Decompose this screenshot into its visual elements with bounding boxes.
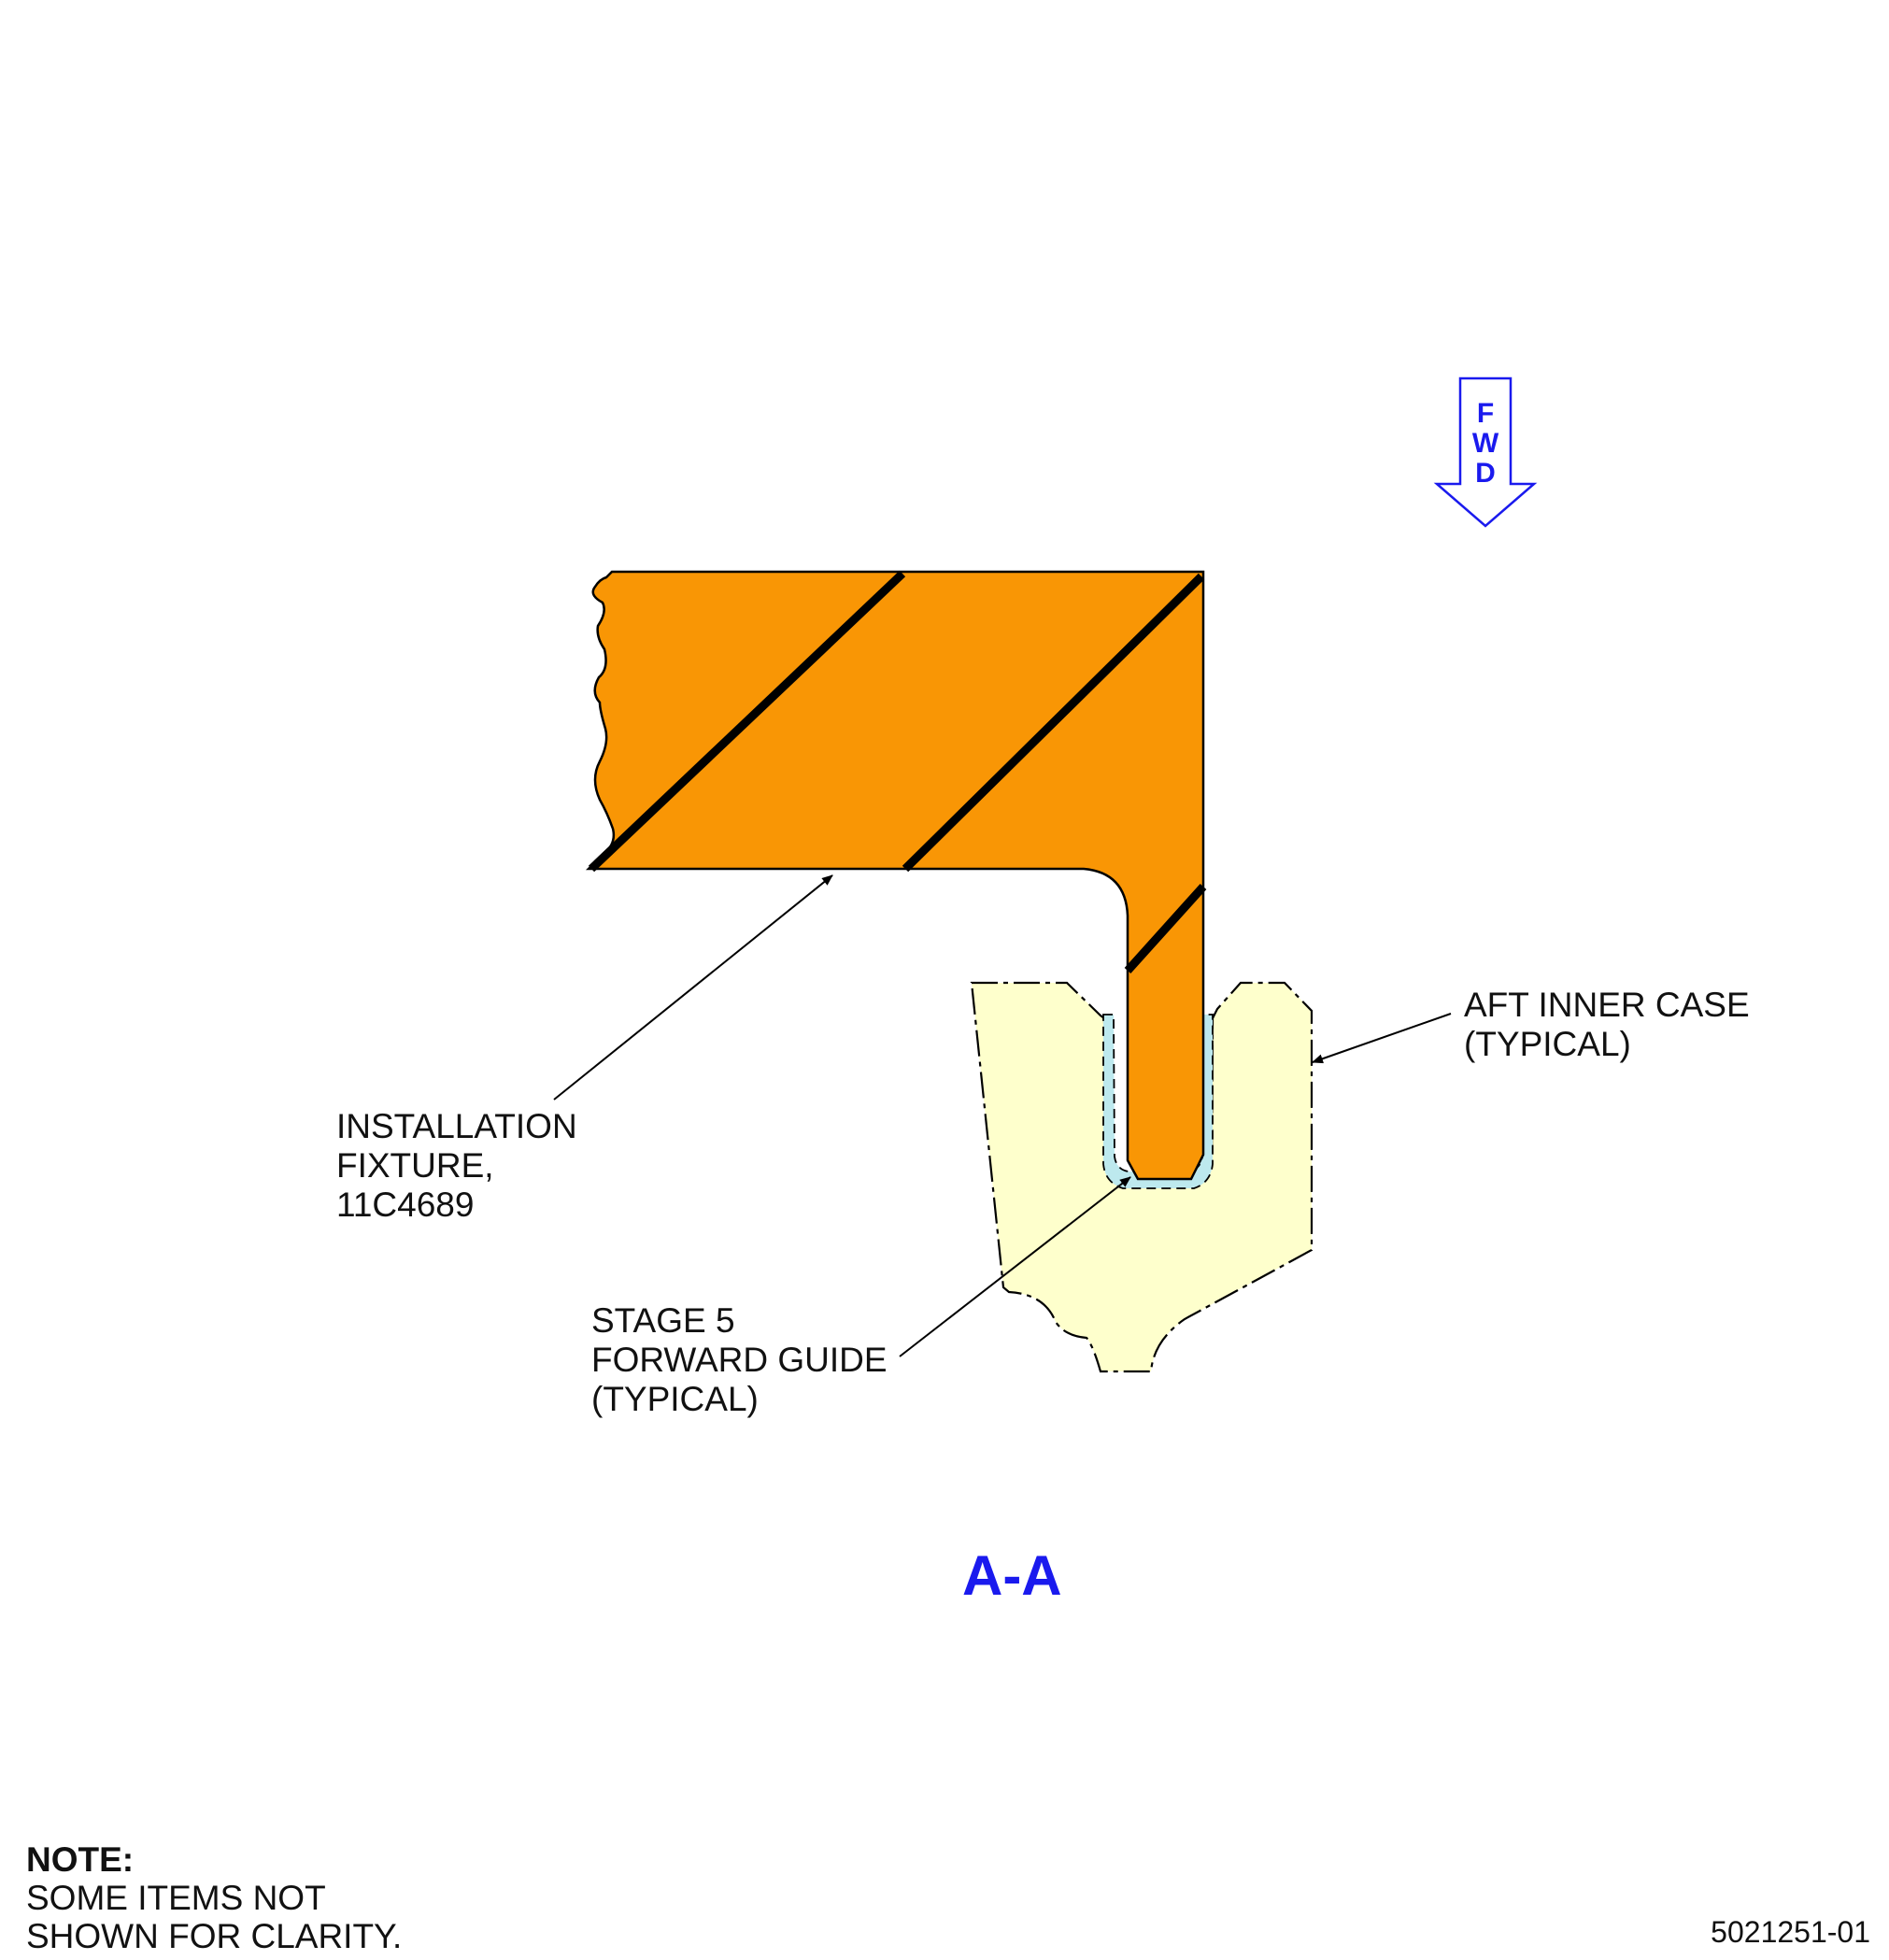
forward-direction-arrow-icon: F W D — [1433, 376, 1538, 528]
label-stage5-guide-line1: STAGE 5 — [591, 1301, 735, 1340]
note-line-1: SOME ITEMS NOT — [26, 1879, 326, 1917]
label-installation-fixture-line3: 11C4689 — [336, 1186, 475, 1224]
label-aft-inner-case-line1: AFT INNER CASE — [1464, 986, 1750, 1024]
label-aft-inner-case-line2: (TYPICAL) — [1464, 1025, 1631, 1063]
label-installation-fixture-line2: FIXTURE, — [336, 1146, 494, 1185]
leader-stage5-guide — [899, 1176, 1131, 1357]
label-stage5-guide-line3: (TYPICAL) — [591, 1380, 759, 1418]
section-view-title: A-A — [962, 1544, 1062, 1607]
fwd-letter-f: F — [1477, 398, 1494, 429]
stage5-forward-guide — [1102, 1014, 1214, 1189]
fwd-letter-d: D — [1475, 458, 1496, 489]
note-block: NOTE: SOME ITEMS NOT SHOWN FOR CLARITY. — [26, 1840, 402, 1955]
label-installation-fixture-line1: INSTALLATION — [336, 1107, 577, 1145]
label-stage5-guide-line2: FORWARD GUIDE — [591, 1341, 888, 1379]
figure-number: 5021251-01 — [1711, 1915, 1870, 1949]
note-heading: NOTE: — [26, 1840, 135, 1879]
fwd-letter-w: W — [1472, 428, 1499, 459]
label-installation-fixture: INSTALLATION FIXTURE, 11C4689 — [336, 1107, 577, 1225]
label-aft-inner-case: AFT INNER CASE (TYPICAL) — [1464, 986, 1750, 1064]
label-stage5-guide: STAGE 5 FORWARD GUIDE (TYPICAL) — [591, 1301, 888, 1419]
installation-fixture-section — [585, 570, 1207, 1181]
note-line-2: SHOWN FOR CLARITY. — [26, 1917, 403, 1955]
leader-aft-inner-case — [1312, 1013, 1452, 1064]
leader-installation-fixture — [553, 874, 833, 1101]
